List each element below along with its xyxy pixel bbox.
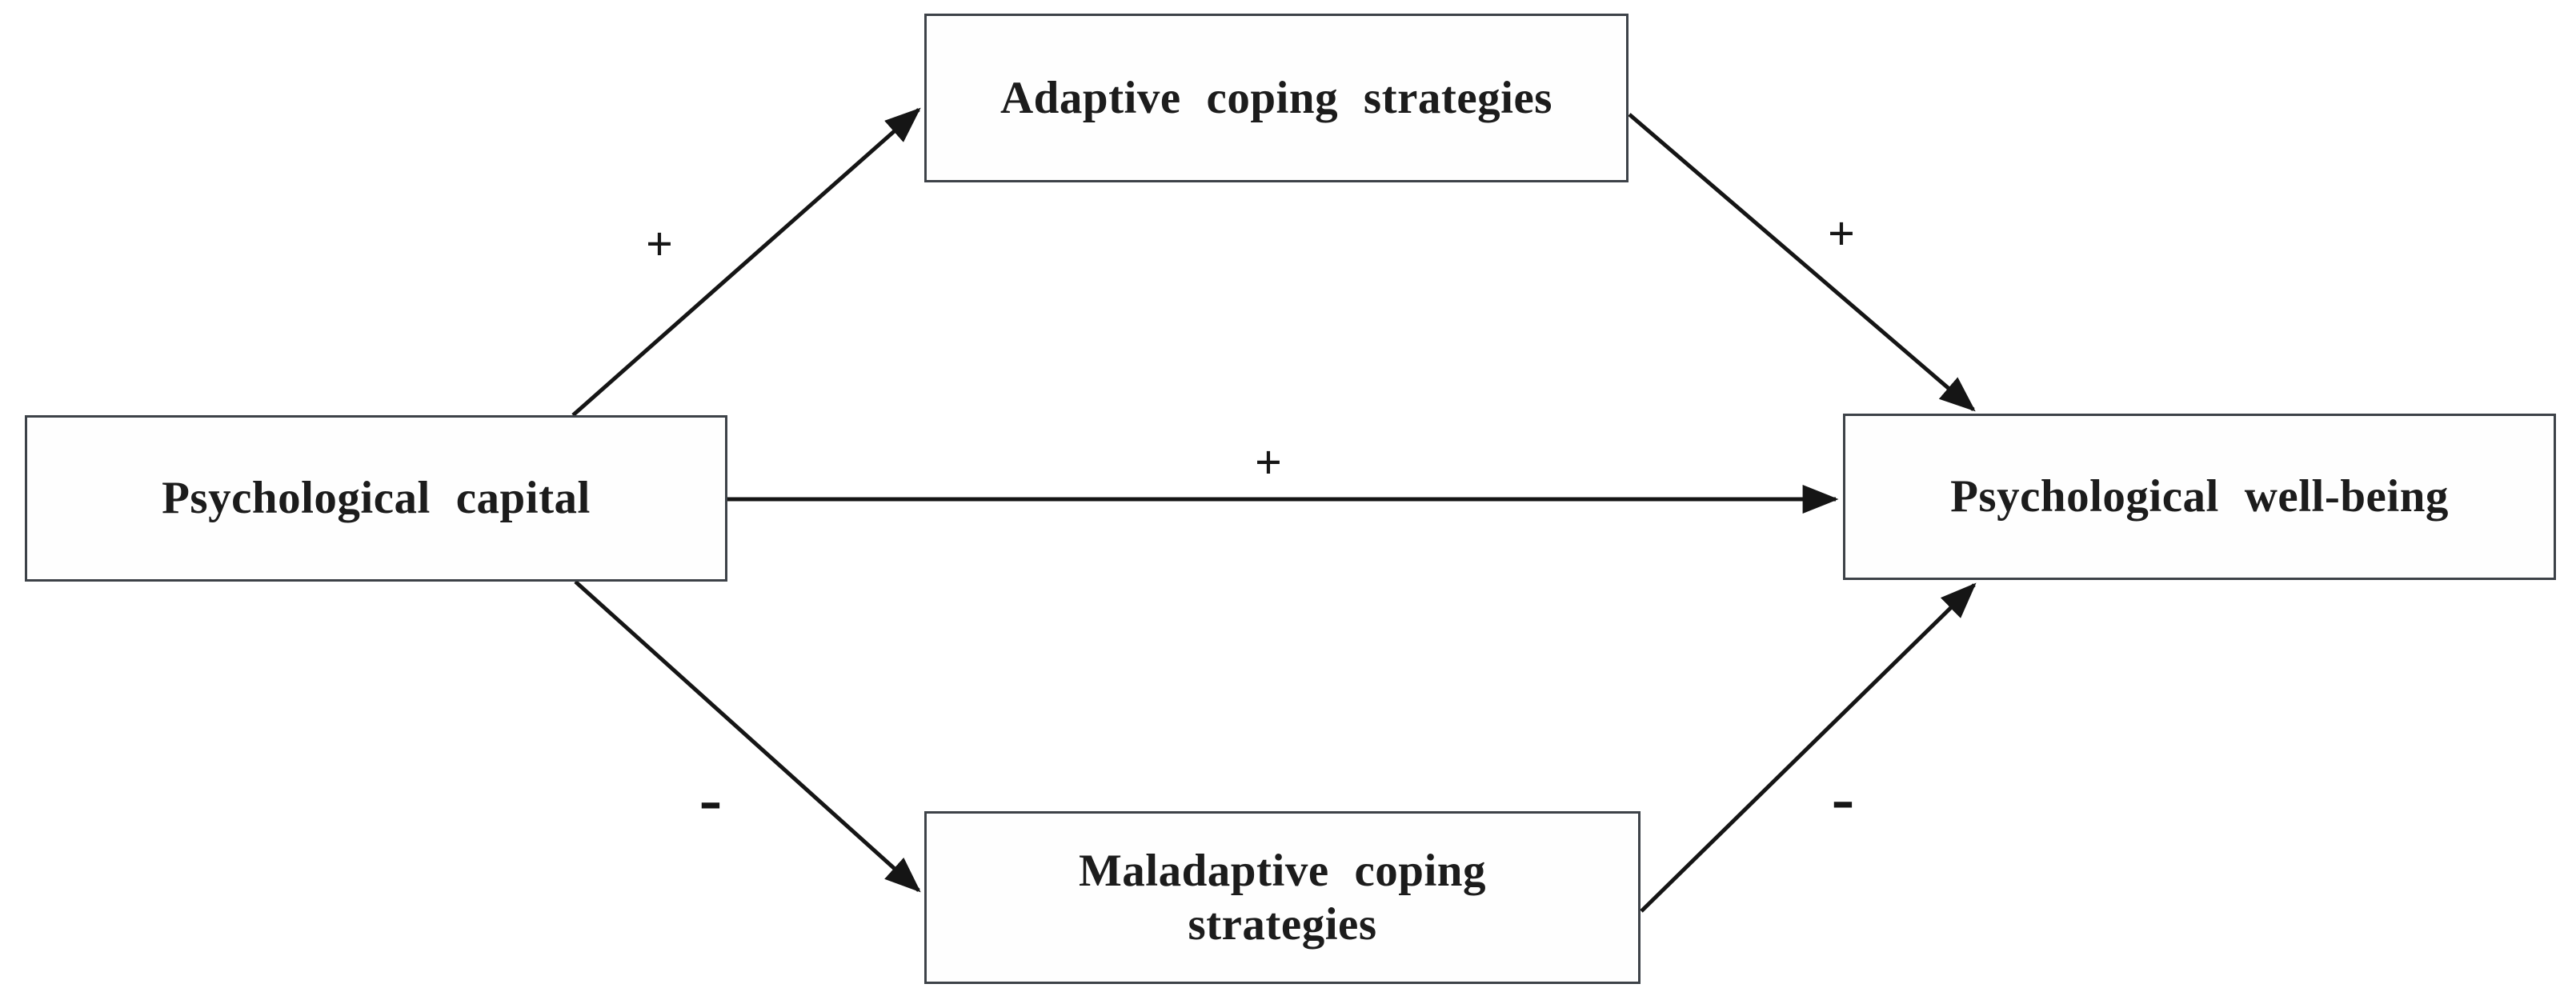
node-psychological-capital-label: Psychological capital [162, 473, 591, 524]
node-psychological-capital: Psychological capital [25, 415, 727, 582]
node-psychological-well-being: Psychological well-being [1843, 414, 2556, 580]
path-predictor-to-maladaptive-arrow [574, 580, 921, 893]
node-maladaptive-coping-strategies-label: Maladaptive coping strategies [1078, 845, 1487, 950]
node-maladaptive-coping-strategies: Maladaptive coping strategies [924, 811, 1641, 984]
sign-maladaptive-to-outcome: - [1831, 759, 1855, 836]
node-adaptive-coping-strategies: Adaptive coping strategies [924, 14, 1629, 182]
sign-predictor-to-adaptive: + [645, 218, 674, 270]
sign-predictor-to-outcome: + [1254, 436, 1283, 489]
path-predictor-to-adaptive-arrow [571, 107, 921, 417]
sign-predictor-to-maladaptive: - [699, 760, 723, 837]
node-adaptive-coping-strategies-label: Adaptive coping strategies [1000, 72, 1552, 123]
node-psychological-well-being-label: Psychological well-being [1950, 471, 2449, 522]
path-maladaptive-to-outcome-arrow [1640, 582, 1977, 913]
sign-adaptive-to-outcome: + [1827, 207, 1856, 260]
path-adaptive-to-outcome-arrow [1628, 113, 1976, 412]
